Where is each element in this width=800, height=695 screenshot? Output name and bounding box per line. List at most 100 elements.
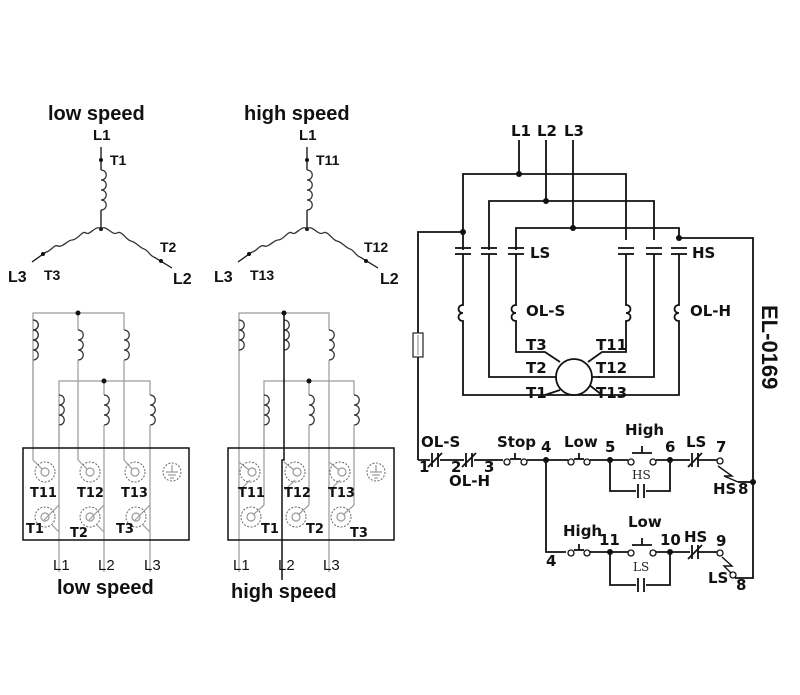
stud-t1-high <box>240 504 265 528</box>
motor-terminal-t2: T2 <box>526 359 547 377</box>
wye-high-line-3: L3 <box>214 269 233 286</box>
motor-terminal-t1: T1 <box>526 384 547 402</box>
supply-l3: L3 <box>564 122 584 140</box>
motor-terminal-t3: T3 <box>526 336 547 354</box>
box-high-bottom-t3: T3 <box>350 526 368 541</box>
wye-low-terminal-t3: T3 <box>44 267 61 283</box>
wye-high-coil-3 <box>251 227 308 253</box>
low-button <box>567 453 591 466</box>
stud-t13-high <box>328 461 351 491</box>
supply-l1: L1 <box>511 122 531 140</box>
wye-diagram-high-speed: high speed L1 T11 T12 L3 T13 L2 <box>214 103 399 288</box>
supply-l2: L2 <box>537 122 557 140</box>
rung1-node-4: 4 <box>541 438 551 456</box>
wye-high-terminal-t12: T12 <box>364 239 388 255</box>
terminal-box-low-speed: T11 T12 T13 T1 T2 T3 L1 L2 L3 low speed <box>22 310 190 599</box>
rung2-node-8: 8 <box>736 576 746 594</box>
stud-t11-high <box>238 461 261 491</box>
wye-low-coil-3 <box>45 227 102 253</box>
ls-interlock-label: LS <box>686 433 706 451</box>
hs-contact-2 <box>646 247 662 255</box>
terminal-box-high-speed: T11 T12 T13 T1 T2 T3 L1 L2 L3 high speed <box>227 310 395 603</box>
contactor-hs-label: HS <box>692 244 715 262</box>
box-low-line-l2: L2 <box>98 557 115 574</box>
hs-seal-in-label: HS <box>632 468 651 482</box>
box-high-line-l2: L2 <box>278 557 295 574</box>
wye-low-line-2: L2 <box>173 271 192 288</box>
box-high-line-l3: L3 <box>323 557 340 574</box>
box-low-top-t12: T12 <box>77 486 104 501</box>
wye-high-coil-2 <box>306 227 361 258</box>
ols-nc-contact <box>427 452 443 468</box>
rung1-ols-label: OL-S <box>421 433 460 451</box>
motor-terminal-t13: T13 <box>596 384 627 402</box>
stop-button <box>503 453 528 466</box>
box-high-line-l1: L1 <box>233 557 250 574</box>
box-high-bottom-t2: T2 <box>306 522 324 537</box>
high-button-label: High <box>625 421 664 439</box>
rung2-low-nc-button <box>627 538 657 557</box>
box-low-bottom-t3: T3 <box>116 522 134 537</box>
hs-interlock-label: HS <box>684 528 707 546</box>
wye-high-line-2: L2 <box>380 271 399 288</box>
rung1-olh-label: OL-H <box>449 472 490 490</box>
stud-t12 <box>77 459 101 483</box>
box-low-bottom-t2: T2 <box>70 526 88 541</box>
power-circuit: L1 L2 L3 LS HS OL-S OL-H <box>412 122 754 579</box>
wye-high-title: high speed <box>244 103 350 125</box>
contactor-ls-label: LS <box>530 244 550 262</box>
rung1-node-3: 3 <box>484 458 494 476</box>
rung2-high-button <box>567 544 591 557</box>
motor-icon <box>555 358 593 396</box>
stud-t2-high <box>285 504 310 528</box>
box-low-top-t13: T13 <box>121 486 148 501</box>
wye-diagram-low-speed: low speed L1 T1 T2 L3 T3 L2 <box>8 103 192 288</box>
wye-high-line-1: L1 <box>299 127 317 144</box>
rung1-node-7: 7 <box>716 438 726 456</box>
wye-high-terminal-t11: T11 <box>316 152 340 168</box>
ground-icon <box>162 462 182 482</box>
wye-low-coil-1 <box>100 169 107 211</box>
stud-t1 <box>34 504 60 533</box>
stud-t11 <box>32 459 56 483</box>
stud-t2 <box>79 504 105 533</box>
box-low-line-l1: L1 <box>53 557 70 574</box>
box-low-bottom-t1: T1 <box>26 522 44 537</box>
ground-icon-high <box>366 462 386 482</box>
stud-t12-high <box>283 461 306 491</box>
ls-contact-3 <box>508 247 524 255</box>
stud-t3 <box>125 504 151 533</box>
rung1-node-1: 1 <box>419 458 429 476</box>
hs-contact-1 <box>618 247 634 255</box>
wye-low-line-3: L3 <box>8 269 27 286</box>
box-high-top-t13: T13 <box>328 486 355 501</box>
ls-contact-2 <box>481 247 497 255</box>
hs-contact-3 <box>671 247 687 255</box>
wye-low-terminal-t2: T2 <box>160 239 177 255</box>
hs-coil-icon <box>717 465 739 483</box>
high-speed-l2-wire <box>281 313 285 580</box>
rung2-high-label: High <box>563 522 602 540</box>
rung1-node-5: 5 <box>605 438 615 456</box>
stud-t13 <box>123 459 146 483</box>
wye-low-terminal-t1: T1 <box>110 152 127 168</box>
hs-coil-label: HS <box>713 480 736 498</box>
motor-terminal-t11: T11 <box>596 336 627 354</box>
rung2-node-9: 9 <box>716 532 726 550</box>
box-low-line-l3: L3 <box>144 557 161 574</box>
box-high-top-t12: T12 <box>284 486 311 501</box>
box-high-top-t11: T11 <box>238 486 265 501</box>
wye-high-coil-1 <box>306 169 313 211</box>
overload-ols-label: OL-S <box>526 302 565 320</box>
control-circuit: OL-S 1 2 3 OL-H Stop 4 Low 5 High 6 HS L… <box>418 421 756 594</box>
rung2-node-11: 11 <box>599 531 620 549</box>
olh-nc-contact <box>461 452 477 468</box>
wye-high-terminal-t13: T13 <box>250 267 274 283</box>
motor-terminal-t12: T12 <box>596 359 627 377</box>
wye-low-title: low speed <box>48 103 145 125</box>
wye-low-line-1: L1 <box>93 127 111 144</box>
rung2-node-10: 10 <box>660 531 681 549</box>
rung2-low-label: Low <box>628 513 662 531</box>
box-high-title: high speed <box>231 581 337 603</box>
